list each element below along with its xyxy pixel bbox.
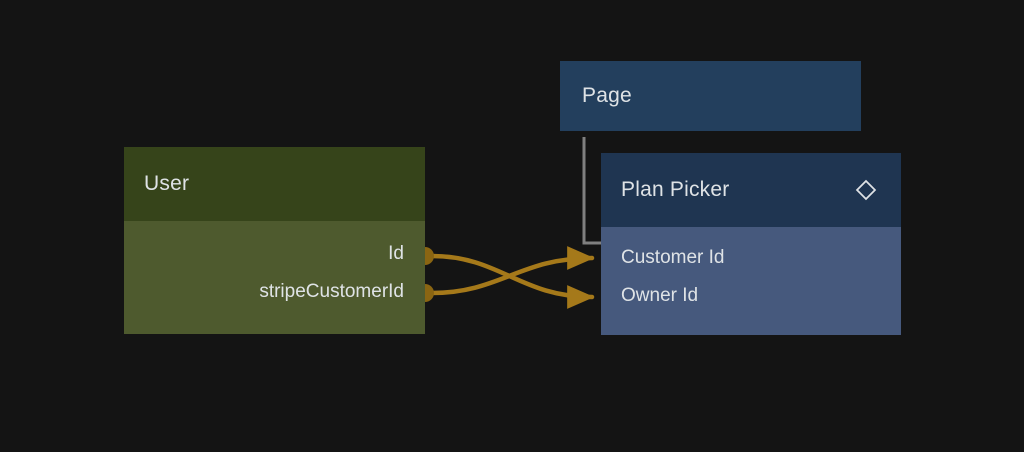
field-label-user-id: Id: [388, 243, 404, 264]
node-page-title: Page: [582, 84, 632, 107]
field-row-plan-customer-id[interactable]: Customer Id: [621, 239, 901, 277]
node-plan-picker-fields: Customer Id Owner Id: [601, 227, 901, 335]
node-user-title: User: [144, 172, 190, 195]
edge-page-to-plan-picker: [582, 137, 602, 245]
field-label-plan-owner-id: Owner Id: [621, 285, 699, 306]
node-plan-picker-header[interactable]: Plan Picker: [601, 153, 901, 227]
node-plan-picker-title: Plan Picker: [621, 178, 730, 201]
field-row-user-stripe-customer-id[interactable]: stripeCustomerId: [124, 273, 404, 311]
node-user-fields: Id stripeCustomerId: [124, 221, 425, 334]
edge-stripe-customer-id-to-customer-id: [429, 246, 595, 296]
edge-user-id-to-owner-id: [429, 253, 595, 309]
node-user[interactable]: User Id stripeCustomerId: [124, 147, 425, 334]
node-page[interactable]: Page: [560, 61, 861, 131]
node-page-header[interactable]: Page: [560, 61, 861, 131]
field-row-user-id[interactable]: Id: [124, 235, 404, 273]
field-label-plan-customer-id: Customer Id: [621, 247, 725, 268]
node-plan-picker[interactable]: Plan Picker Customer Id Owner Id: [601, 153, 901, 335]
field-label-user-stripe-customer-id: stripeCustomerId: [259, 281, 404, 302]
node-user-header[interactable]: User: [124, 147, 425, 221]
field-row-plan-owner-id[interactable]: Owner Id: [621, 277, 901, 315]
diamond-icon[interactable]: [855, 179, 877, 201]
